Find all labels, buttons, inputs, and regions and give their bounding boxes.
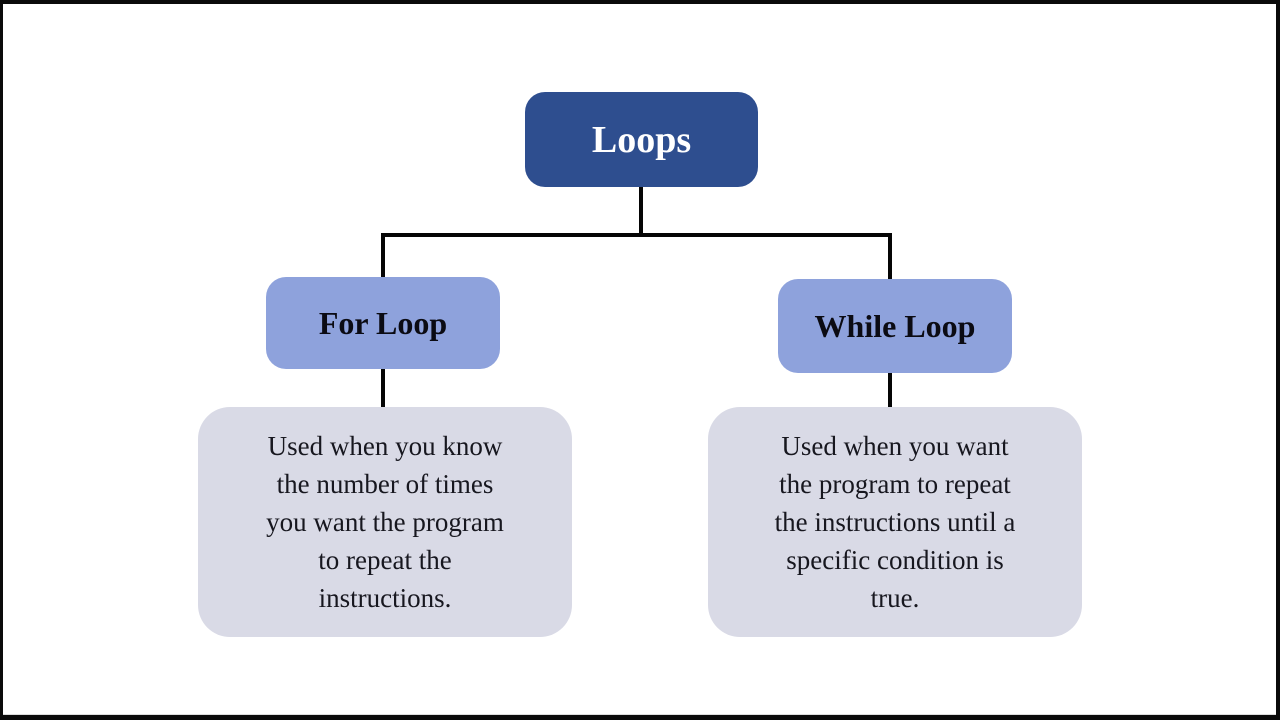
node-while-loop: While Loop bbox=[778, 279, 1012, 373]
letterbox-top bbox=[0, 0, 1280, 4]
connector-root-stem bbox=[639, 187, 643, 237]
node-for-loop-label: For Loop bbox=[318, 304, 448, 341]
connector-while-drop bbox=[888, 233, 892, 281]
node-for-loop-description: Used when you know the number of times y… bbox=[198, 407, 572, 637]
node-loops: Loops bbox=[525, 92, 758, 187]
node-for-loop: For Loop bbox=[266, 277, 500, 369]
letterbox-right bbox=[1276, 0, 1280, 720]
connector-while-desc-stem bbox=[888, 370, 892, 409]
for-loop-description-text: Used when you know the number of times y… bbox=[266, 431, 504, 613]
letterbox-left bbox=[0, 0, 3, 720]
letterbox-bottom bbox=[0, 714, 1280, 720]
connector-for-desc-stem bbox=[381, 366, 385, 409]
connector-for-drop bbox=[381, 233, 385, 279]
while-loop-description-text: Used when you want the program to repeat… bbox=[774, 431, 1016, 613]
connector-horizontal-bar bbox=[381, 233, 892, 237]
node-while-loop-description: Used when you want the program to repeat… bbox=[708, 407, 1082, 637]
node-loops-label: Loops bbox=[591, 118, 692, 161]
node-while-loop-label: While Loop bbox=[814, 307, 976, 344]
